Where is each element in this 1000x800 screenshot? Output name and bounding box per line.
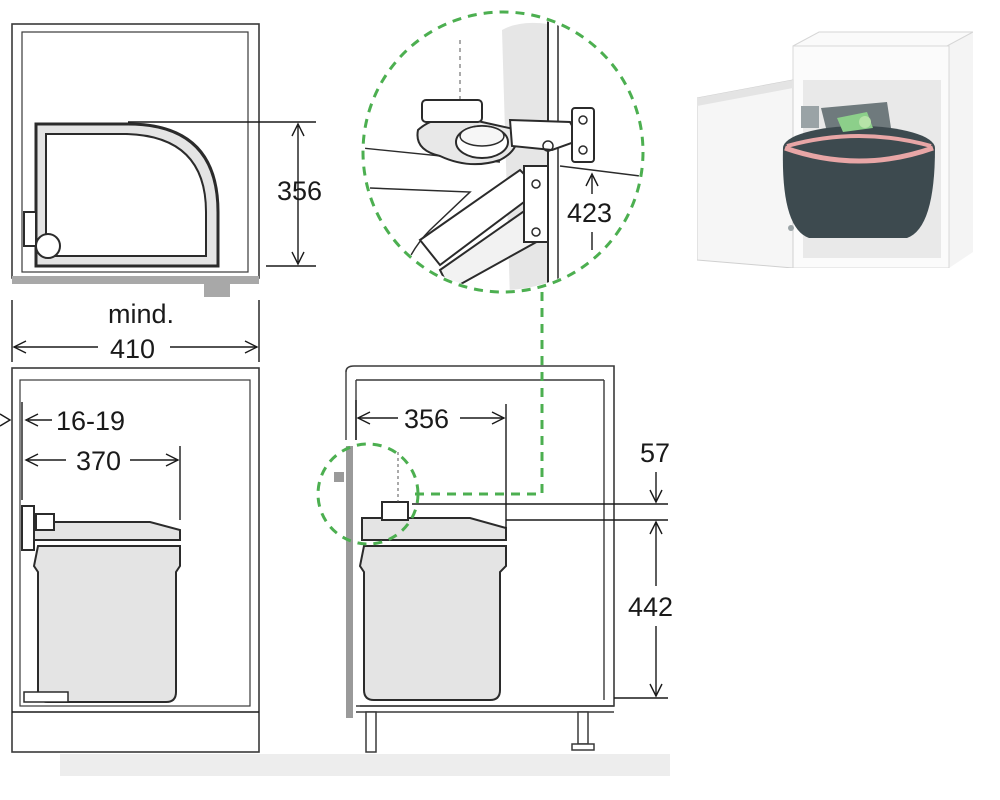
side-right-door: [346, 446, 353, 718]
hinge-detail: 423: [316, 10, 645, 546]
top-view-bin-opening: [45, 133, 207, 257]
dim-hinge-height: 423: [567, 198, 612, 228]
top-view: 356 mind. 410: [11, 23, 322, 364]
side-left-bin: [32, 545, 181, 703]
hinge-bracket-icon: [365, 20, 641, 290]
dim-lid-offset: 57: [640, 438, 670, 468]
dim-bin-height: 442: [628, 592, 673, 622]
floor: [60, 754, 670, 776]
side-left-lid: [33, 521, 181, 541]
cabinet-photo-icon: [697, 31, 973, 268]
top-view-door: [12, 276, 259, 284]
dim-door-thickness: 16-19: [56, 406, 125, 436]
side-right-bin: [358, 545, 507, 701]
top-view-swivel: [35, 233, 61, 259]
detail-connector: [410, 292, 544, 496]
detail-origin-circle: [316, 442, 420, 546]
side-right-lid: [361, 517, 507, 541]
side-left-hinge: [21, 505, 35, 551]
dim-bin-depth: 370: [76, 446, 121, 476]
top-view-door-handle: [204, 284, 230, 297]
side-view-left: 16-19 370: [0, 367, 260, 753]
top-view-hinge: [23, 211, 37, 247]
detail-callout-circle: [361, 10, 645, 294]
dim-min-width: 410: [110, 334, 155, 364]
dim-top-depth: 356: [277, 176, 322, 206]
side-view-right: 356 57 442: [334, 365, 673, 753]
dim-min-label: mind.: [108, 299, 174, 329]
dim-bin-depth-right: 356: [404, 404, 449, 434]
